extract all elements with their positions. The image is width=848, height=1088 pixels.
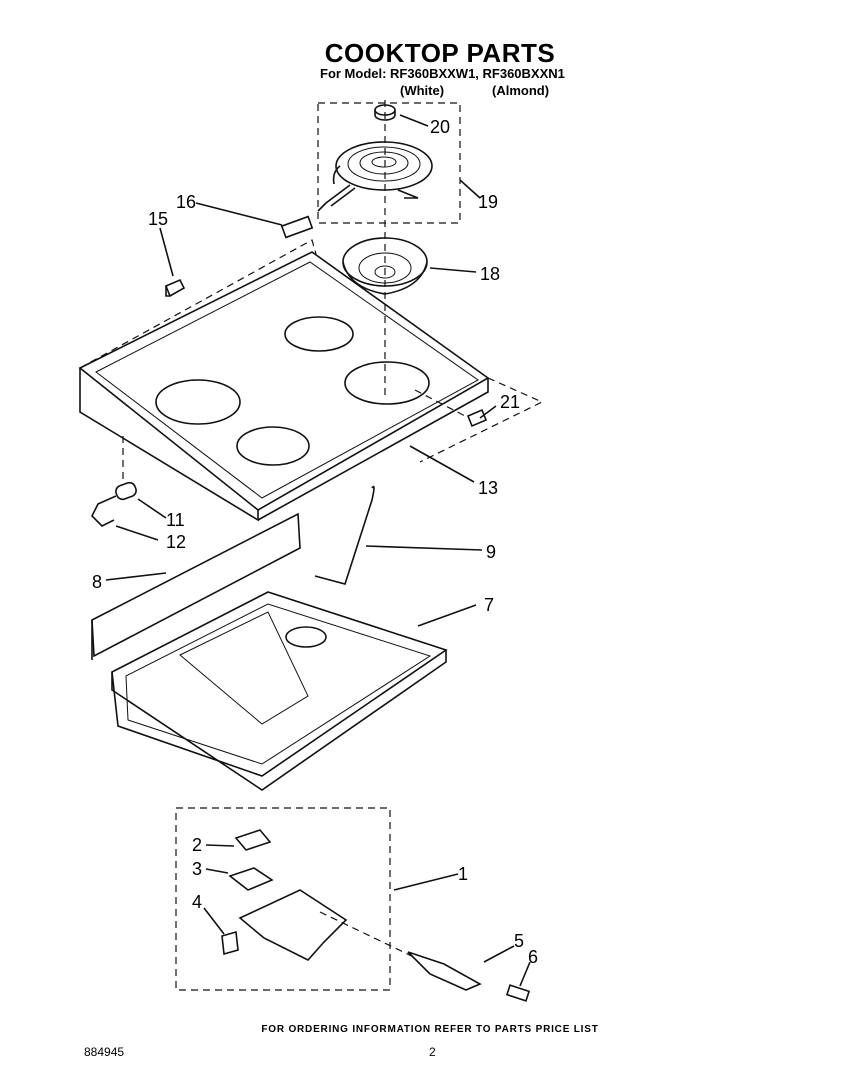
main-top-7: [111, 591, 448, 791]
color-almond-label: (Almond): [492, 83, 549, 98]
callout-11: 11: [166, 510, 185, 530]
callout-9: 9: [486, 542, 496, 562]
callout-21: 21: [500, 392, 520, 412]
callout-1: 1: [458, 864, 468, 884]
callout-2: 2: [192, 835, 202, 855]
callout-15: 15: [148, 209, 168, 229]
page-number: 2: [429, 1045, 436, 1059]
bracket-15: [164, 278, 186, 298]
clip-21: [466, 408, 488, 428]
callout-numbers: 20 19 18 16 15 21 13 11 12 9 8 7 1 2 3 4…: [92, 117, 538, 967]
callout-8: 8: [92, 572, 102, 592]
color-white-label: (White): [400, 83, 444, 98]
surface-element-group: [280, 102, 461, 239]
callout-3: 3: [192, 859, 202, 879]
callout-19: 19: [478, 192, 498, 212]
callout-12: 12: [166, 532, 186, 552]
cooktop: [78, 100, 544, 522]
control-assembly: [175, 807, 531, 1002]
panel-8: [91, 512, 301, 660]
rod-9: [314, 485, 375, 585]
callout-20: 20: [430, 117, 450, 137]
callout-16: 16: [176, 192, 196, 212]
callout-13: 13: [478, 478, 498, 498]
callout-6: 6: [528, 947, 538, 967]
ordering-note: FOR ORDERING INFORMATION REFER TO PARTS …: [261, 1024, 598, 1035]
parts-11-12: [91, 481, 137, 527]
page-title: COOKTOP PARTS: [325, 38, 555, 68]
callout-5: 5: [514, 931, 524, 951]
doc-number: 884945: [84, 1045, 124, 1059]
leader-lines: [105, 114, 531, 987]
model-line: For Model: RF360BXXW1, RF360BXXN1: [320, 66, 565, 81]
callout-7: 7: [484, 595, 494, 615]
callout-18: 18: [480, 264, 500, 284]
callout-4: 4: [192, 892, 202, 912]
